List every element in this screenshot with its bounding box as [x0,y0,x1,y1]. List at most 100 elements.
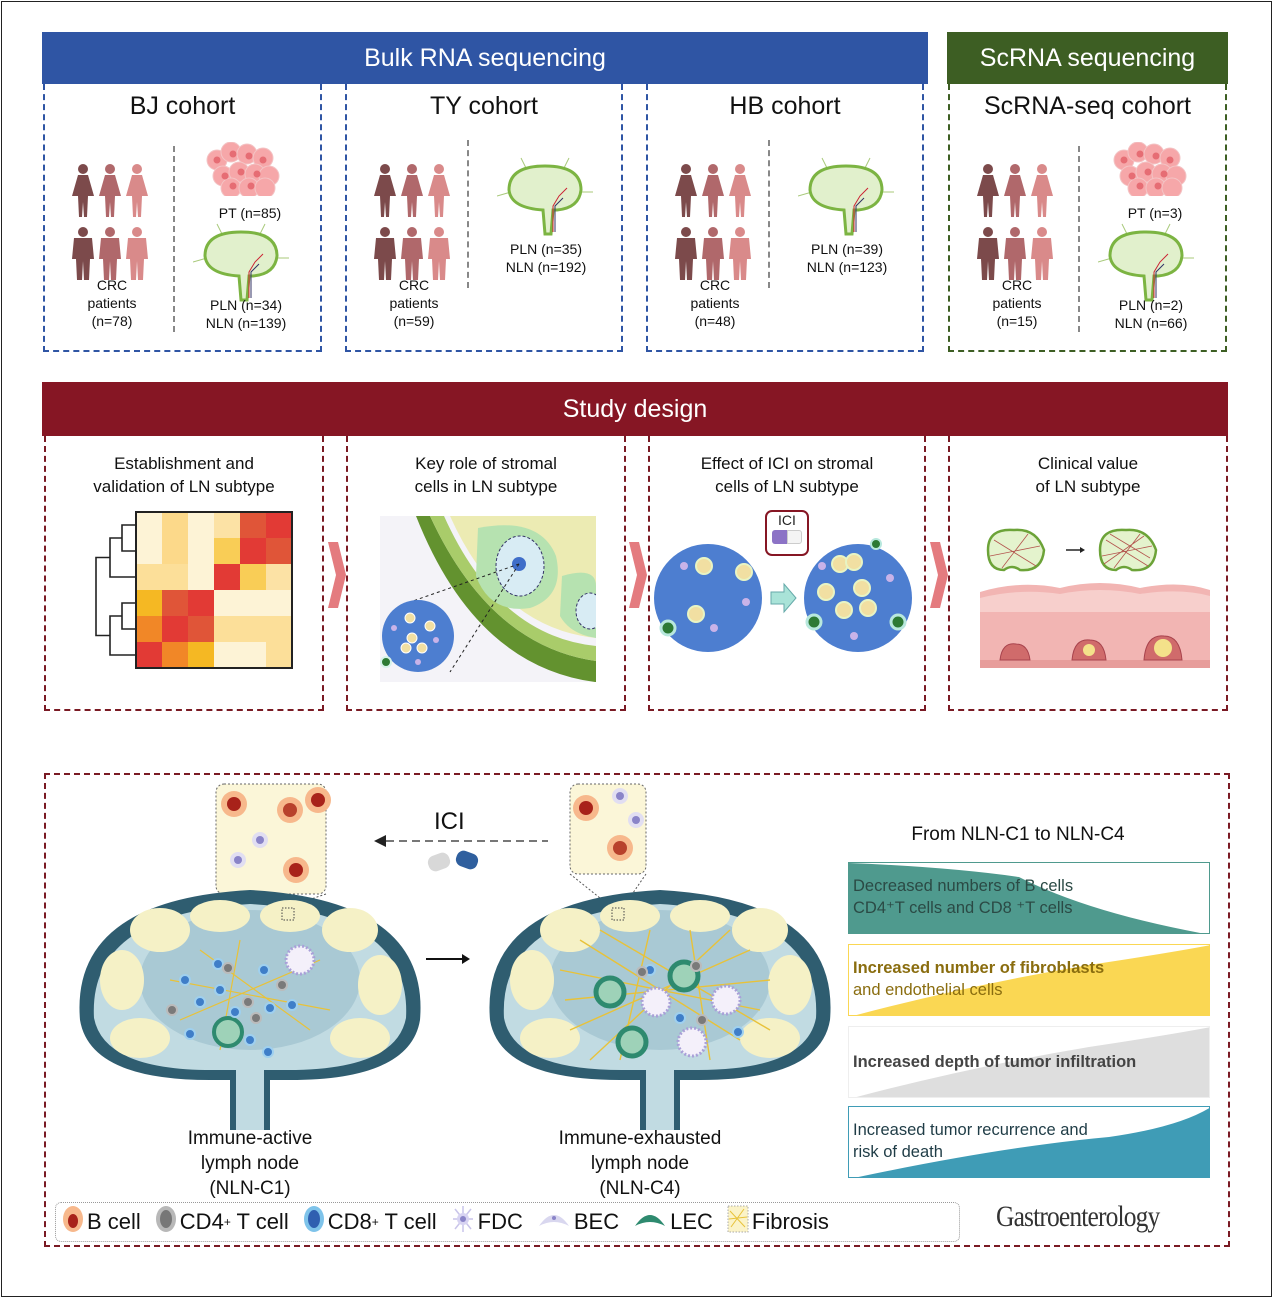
patients-label2: patients [690,295,740,311]
heatmap-cell [188,512,214,538]
cd4-t-cell-icon [155,1205,177,1239]
trend-line2: risk of death [853,1143,943,1161]
ici-badge-label: ICI [778,512,796,528]
heatmap-cell [240,642,266,668]
heatmap-cell [214,512,240,538]
cohort-title: ScRNA-seq cohort [983,92,1192,120]
female-patient-icon [373,164,397,223]
cohort-title: TY cohort [430,92,538,120]
bracket [173,146,181,332]
female-patient-icon [400,164,424,223]
patients-label2: patients [87,295,137,311]
step-title-line1: Effect of ICI on stromal [700,454,874,473]
heatmap-cell [266,616,292,642]
b-cell-icon [62,1205,84,1239]
heatmap-cell [162,564,188,590]
legend-label: LEC [670,1209,713,1234]
stromal-zoom-illustration [380,516,596,682]
step-title-line1: Clinical value [1037,454,1139,473]
heatmap-cell [188,538,214,564]
cd8-t-cell-icon [303,1205,325,1239]
heatmap-cell [162,538,188,564]
male-patient-icon [976,227,1000,286]
ici-capsule-icon [772,530,802,544]
right-node-line1: Immune-exhausted [558,1128,722,1149]
cohort-title: HB cohort [729,92,841,120]
heatmap-cell [266,512,292,538]
step-title-line1: Establishment and [114,454,254,473]
heatmap-cell [266,564,292,590]
heatmap-cell [136,538,162,564]
male-patient-icon [427,227,451,286]
heatmap-cell [214,564,240,590]
patients-n: (n=59) [393,313,435,329]
heatmap-with-dendrogram [95,511,293,669]
ln-counts: PLN (n=35)NLN (n=192) [471,240,621,276]
male-patient-icon [373,227,397,286]
cohort-box-3: ScRNA-seq cohort CRC patients (n=15) PT … [948,84,1227,352]
male-patient-icon [125,227,149,286]
nln-count: NLN (n=123) [806,259,888,275]
male-patient-icon [98,227,122,286]
patients-n: (n=78) [91,313,133,329]
scrna-banner-label: ScRNA sequencing [979,43,1196,72]
scrna-banner: ScRNA sequencing [947,32,1228,84]
ici-capsule-icon [427,850,479,872]
heatmap-cell [188,590,214,616]
heatmap-border [135,511,293,669]
legend-sup: + [371,1215,379,1229]
pt-count: PT (n=3) [1127,205,1183,221]
patients-label2: patients [992,295,1042,311]
female-patient-icon [1003,164,1027,223]
ln-counts: PLN (n=2)NLN (n=66) [1076,296,1226,332]
pln-count: PLN (n=2) [1118,297,1184,313]
trend-bar-1: Increased number of fibroblasts and endo… [848,944,1210,1016]
cohort-box-0: BJ cohort CRC patients (n=78) PT (n=85) … [43,84,322,352]
bracket [467,140,475,288]
patients-n: (n=48) [694,313,736,329]
legend-item: LEC [633,1208,713,1236]
female-patient-icon [1030,164,1054,223]
step-title-line2: validation of LN subtype [93,477,275,496]
fibrosis-icon [727,1205,749,1239]
arrow-right-icon [426,954,470,964]
chevron-right-icon [629,542,647,608]
heatmap-cell [240,564,266,590]
bracket [768,140,776,288]
step-establishment: Establishment and validation of LN subtyp… [44,436,324,711]
heatmap-cell [188,642,214,668]
fdc-icon [451,1205,475,1239]
patients-label: CRC [96,277,128,293]
ici-effect-illustration [654,538,912,652]
left-node-line2: lymph node [200,1153,300,1174]
patients-n: (n=15) [996,313,1038,329]
right-node-line3: (NLN-C4) [599,1178,681,1199]
legend-suffix: T cell [378,1209,437,1234]
heatmap-cell [136,590,162,616]
heatmap-cell [214,616,240,642]
lec-icon [633,1208,667,1236]
trend-line2: and endothelial cells [853,981,1003,999]
male-patient-icon [1003,227,1027,286]
nln-count: NLN (n=192) [505,259,587,275]
pln-count: PLN (n=39) [811,241,883,257]
heatmap-cell [136,642,162,668]
ln-counts: PLN (n=34)NLN (n=139) [171,296,321,332]
patient-count: CRC patients (n=59) [369,276,459,330]
study-design-banner-label: Study design [562,394,708,423]
patient-count: CRC patients (n=15) [972,276,1062,330]
heatmap-cell [214,642,240,668]
trend-title: From NLN-C1 to NLN-C4 [911,824,1125,845]
legend-item: CD4+ T cell [155,1205,289,1239]
bracket [1078,146,1086,332]
left-node-line3: (NLN-C1) [209,1178,291,1199]
pt-count: PT (n=85) [218,205,282,221]
patients-label: CRC [1001,277,1033,293]
study-design-banner: Study design [42,382,1228,436]
trend-area-shape [858,1108,1209,1177]
step-title-line1: Key role of stromal [415,454,557,473]
trend-line1: Increased tumor recurrence and [853,1121,1088,1139]
cohort-box-2: HB cohort CRC patients (n=48) PLN (n=39)… [646,84,924,352]
heatmap-cell [240,512,266,538]
